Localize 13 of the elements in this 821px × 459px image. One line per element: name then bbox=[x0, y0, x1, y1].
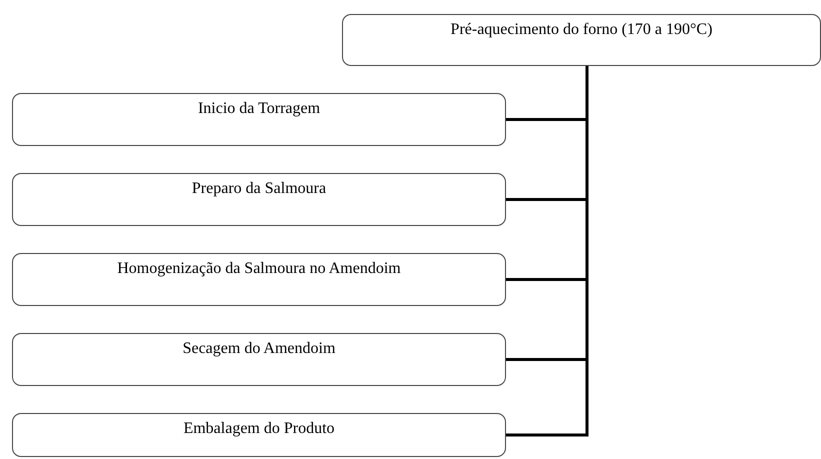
step-label: Embalagem do Produto bbox=[183, 420, 335, 437]
process-box bbox=[12, 413, 506, 457]
connector-line bbox=[506, 66, 588, 436]
step-label: Homogenização da Salmoura no Amendoim bbox=[117, 260, 401, 277]
process-box bbox=[12, 93, 506, 146]
step-label: Pré-aquecimento do forno (170 a 190°C) bbox=[450, 21, 712, 38]
step-label: Inicio da Torragem bbox=[198, 100, 320, 117]
step-label: Secagem do Amendoim bbox=[182, 340, 336, 357]
process-box bbox=[342, 14, 821, 66]
process-box bbox=[12, 333, 506, 386]
process-box bbox=[12, 173, 506, 226]
step-label: Preparo da Salmoura bbox=[192, 180, 326, 197]
process-box bbox=[12, 253, 506, 306]
